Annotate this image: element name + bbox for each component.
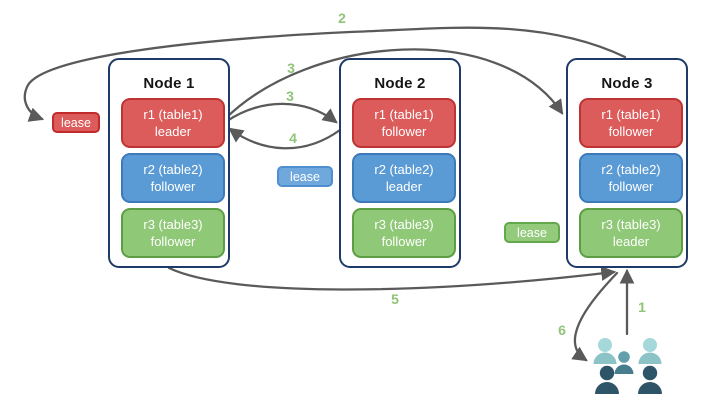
node-2-box: Node 2 r1 (table1) follower r2 (table2) … [339, 58, 461, 268]
step-label-3b: 3 [286, 88, 294, 104]
node3-replica-r1: r1 (table1) follower [579, 98, 683, 148]
node-3-box: Node 3 r1 (table1) follower r2 (table2) … [566, 58, 688, 268]
lease-label: lease [61, 115, 91, 130]
replica-role: leader [385, 179, 423, 194]
step-label-2: 2 [338, 10, 346, 26]
step-label-1: 1 [638, 299, 646, 315]
lease-label: lease [290, 169, 320, 184]
replica-role: follower [381, 234, 427, 249]
replica-role: follower [150, 234, 196, 249]
replica-role: leader [154, 124, 192, 139]
node3-replica-r2: r2 (table2) follower [579, 153, 683, 203]
replica-name: r3 (table3) [601, 216, 661, 232]
arrow-step5-node1-to-node3r3 [167, 266, 617, 291]
lease-label: lease [517, 225, 547, 240]
users-icon [593, 338, 662, 394]
step-label-6: 6 [558, 322, 566, 338]
replica-role: follower [608, 179, 654, 194]
replica-role: leader [612, 234, 650, 249]
replica-name: r2 (table2) [374, 161, 434, 177]
replica-name: r2 (table2) [143, 161, 203, 177]
replica-name: r1 (table1) [601, 106, 661, 122]
arrow-step6-node3r3-to-users [571, 271, 619, 362]
node2-replica-r1: r1 (table1) follower [352, 98, 456, 148]
arrow-step3-node1r1-to-node3r1 [223, 48, 564, 121]
replica-role: follower [150, 179, 196, 194]
replica-name: r2 (table2) [601, 161, 661, 177]
node2-replica-r3: r3 (table3) follower [352, 208, 456, 258]
arrow-step4-node2r1-to-node1r1 [228, 127, 342, 150]
replica-name: r1 (table1) [143, 106, 203, 122]
arrow-step3-node1r1-to-node2r1 [225, 102, 338, 124]
node-3-title: Node 3 [601, 75, 653, 92]
arrow-step2-node3-to-lease1 [23, 26, 627, 122]
node-1-box: Node 1 r1 (table1) leader r2 (table2) fo… [108, 58, 230, 268]
node1-replica-r1: r1 (table1) leader [121, 98, 225, 148]
node1-replica-r2: r2 (table2) follower [121, 153, 225, 203]
node3-replica-r3: r3 (table3) leader [579, 208, 683, 258]
lease-badge-table3: lease [504, 222, 560, 243]
step-label-4: 4 [289, 130, 297, 146]
node1-replica-r3: r3 (table3) follower [121, 208, 225, 258]
replica-name: r1 (table1) [374, 106, 434, 122]
replica-role: follower [608, 124, 654, 139]
node2-replica-r2: r2 (table2) leader [352, 153, 456, 203]
replica-role: follower [381, 124, 427, 139]
replica-name: r3 (table3) [143, 216, 203, 232]
step-label-5: 5 [391, 291, 399, 307]
node-2-title: Node 2 [374, 75, 426, 92]
replica-name: r3 (table3) [374, 216, 434, 232]
lease-badge-table2: lease [277, 166, 333, 187]
node-1-title: Node 1 [143, 75, 195, 92]
step-label-3a: 3 [287, 60, 295, 76]
lease-badge-table1: lease [52, 112, 100, 133]
